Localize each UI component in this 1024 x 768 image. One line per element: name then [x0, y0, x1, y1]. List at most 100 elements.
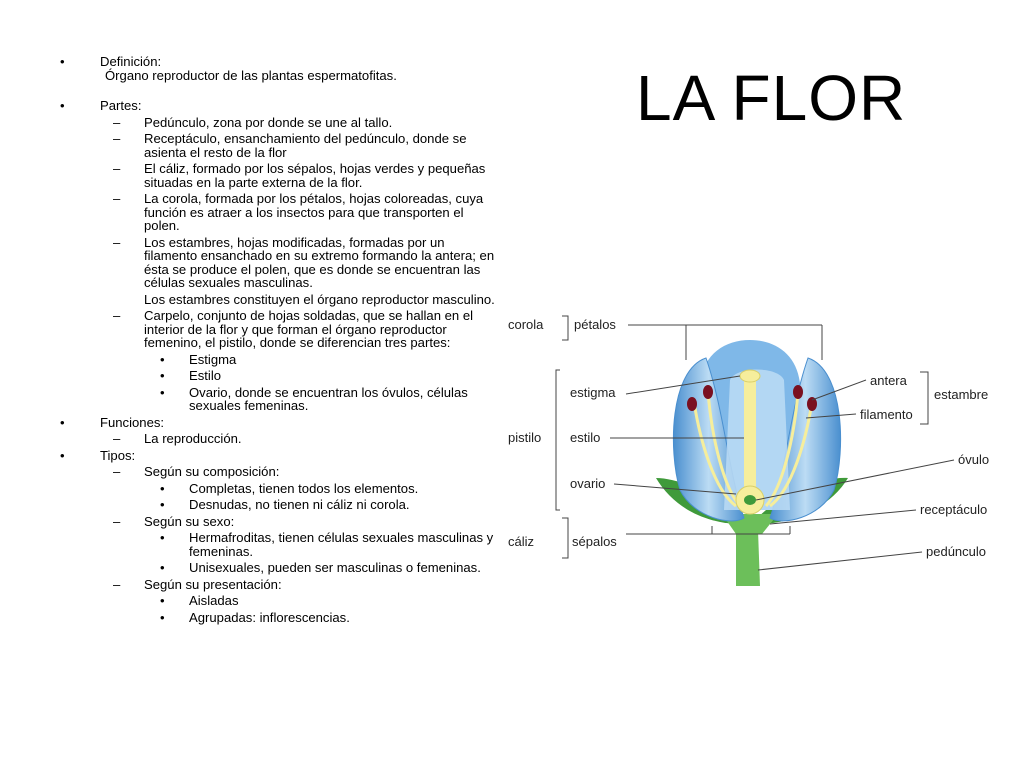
partes-item-estambres-nota: Los estambres constituyen el órgano repr… — [58, 291, 500, 307]
bracket-caliz — [562, 517, 569, 559]
outline: • Definición: Órgano reproductor de las … — [58, 55, 500, 624]
tipos-text: Aisladas — [189, 593, 239, 608]
partes-text: Pedúnculo, zona por donde se une al tall… — [144, 114, 393, 130]
partes-text: Receptáculo, ensanchamiento del pedúncul… — [144, 131, 467, 160]
anther-left-2 — [703, 385, 713, 399]
anther-right-2 — [793, 385, 803, 399]
tipos-text: Unisexuales, pueden ser masculinas o fem… — [189, 560, 481, 575]
bullet: • — [60, 98, 65, 113]
flower-diagram: corola pétalos pistilo estigma estilo ov… — [508, 315, 989, 586]
label-filamento: filamento — [860, 407, 913, 422]
tipos-presentacion-agrupadas: • Agrupadas: inflorescencias. — [58, 609, 500, 625]
bullet: • — [60, 447, 65, 463]
label-group-right: antera filamento estambre óvulo receptác… — [755, 371, 989, 571]
connector-petalos — [628, 324, 823, 360]
bullet: • — [160, 368, 165, 383]
tipos-text: Agrupadas: inflorescencias. — [189, 609, 350, 625]
carpelo-parte-estigma: • Estigma — [58, 351, 500, 367]
dash: – — [113, 114, 121, 130]
partes-text: Los estambres constituyen el órgano repr… — [144, 291, 495, 307]
tipos-presentacion-label: Según su presentación: — [144, 576, 282, 592]
funciones-label: Funciones: — [100, 414, 165, 430]
label-pistilo: pistilo — [508, 430, 541, 445]
funciones-item: • Funciones: — [58, 414, 500, 430]
tipos-text: Hermafroditas, tienen células sexuales m… — [189, 530, 494, 559]
bullet: • — [160, 609, 165, 625]
tipos-composicion-label: Según su composición: — [144, 464, 280, 479]
partes-item-caliz: – El cáliz, formado por los sépalos, hoj… — [58, 162, 500, 189]
bullet: • — [160, 497, 165, 512]
tipos-item: • Tipos: — [58, 447, 500, 463]
bullet: • — [60, 414, 65, 430]
stem-shape — [736, 530, 760, 586]
label-pedunculo: pedúnculo — [926, 544, 986, 559]
label-estigma: estigma — [570, 385, 616, 400]
tipos-composicion: – Según su composición: — [58, 465, 500, 479]
connector-sepalos — [626, 526, 791, 535]
partes-item-corola: – La corola, formada por los pétalos, ho… — [58, 192, 500, 233]
label-ovulo: óvulo — [958, 452, 989, 467]
bullet: • — [160, 593, 165, 608]
tipos-sexo: – Según su sexo: — [58, 513, 500, 529]
dash: – — [113, 513, 121, 529]
connector-pedunculo — [757, 551, 923, 571]
label-caliz: cáliz — [508, 534, 534, 549]
dash: – — [113, 464, 121, 479]
tipos-composicion-completas: • Completas, tienen todos los elementos. — [58, 480, 500, 496]
filament-right-1 — [769, 401, 814, 508]
bracket-corola — [562, 315, 569, 341]
bracket-pistilo — [555, 369, 560, 511]
dash: – — [113, 576, 121, 592]
dash: – — [113, 161, 121, 176]
label-antera: antera — [870, 373, 908, 388]
carpelo-parte-estilo: • Estilo — [58, 369, 500, 383]
partes-item: • Partes: — [58, 99, 500, 113]
slide-title: LA FLOR — [636, 62, 907, 134]
partes-label: Partes: — [100, 98, 142, 113]
dash: – — [113, 308, 121, 323]
bracket-estambre — [920, 371, 929, 425]
partes-item-receptaculo: – Receptáculo, ensanchamiento del pedúnc… — [58, 132, 500, 159]
partes-item-carpelo: – Carpelo, conjunto de hojas soldadas, q… — [58, 309, 500, 350]
label-receptaculo: receptáculo — [920, 502, 987, 517]
label-estilo: estilo — [570, 430, 600, 445]
dash: – — [113, 431, 121, 446]
definicion-item: • Definición: — [58, 55, 500, 69]
partes-text: Los estambres, hojas modificadas, formad… — [144, 234, 495, 290]
bullet: • — [160, 560, 165, 575]
tipos-text: Desnudas, no tienen ni cáliz ni corola. — [189, 497, 410, 512]
tipos-text: Completas, tienen todos los elementos. — [189, 480, 419, 496]
carpelo-parte-text: Estilo — [189, 368, 222, 383]
tipos-presentacion-aisladas: • Aisladas — [58, 594, 500, 608]
carpelo-parte-ovario: • Ovario, donde se encuentran los óvulos… — [58, 384, 500, 413]
definicion-label: Definición: — [100, 54, 162, 69]
carpelo-parte-text: Ovario, donde se encuentran los óvulos, … — [189, 384, 468, 413]
connector-ovulo — [755, 459, 955, 501]
tipos-label: Tipos: — [100, 447, 136, 463]
ovule-shape — [744, 495, 756, 505]
anther-left-1 — [687, 397, 697, 411]
label-ovario: ovario — [570, 476, 605, 491]
filament-right-2 — [764, 391, 800, 507]
connector-ovario — [613, 483, 737, 495]
partes-item-pedunculo: – Pedúnculo, zona por donde se une al ta… — [58, 114, 500, 130]
label-estambre: estambre — [934, 387, 988, 402]
anther-right-1 — [807, 397, 817, 411]
carpelo-parte-text: Estigma — [189, 351, 237, 367]
dash: – — [113, 191, 121, 206]
connector-receptaculo — [769, 509, 917, 525]
label-sepalos: sépalos — [572, 534, 617, 549]
tipos-composicion-desnudas: • Desnudas, no tienen ni cáliz ni corola… — [58, 498, 500, 512]
connector-filamento — [805, 413, 857, 419]
funciones-item-reproduccion: – La reproducción. — [58, 432, 500, 446]
label-corola: corola — [508, 317, 544, 332]
dash: – — [113, 131, 121, 146]
filament-left-1 — [692, 401, 737, 508]
filament-left-2 — [706, 391, 742, 507]
pistil-stigma-shape — [739, 369, 761, 383]
tipos-sexo-label: Según su sexo: — [144, 513, 235, 529]
dash: – — [113, 234, 121, 250]
definicion-text: Órgano reproductor de las plantas esperm… — [105, 67, 397, 83]
funciones-text: La reproducción. — [144, 431, 242, 446]
bullet: • — [60, 54, 65, 69]
